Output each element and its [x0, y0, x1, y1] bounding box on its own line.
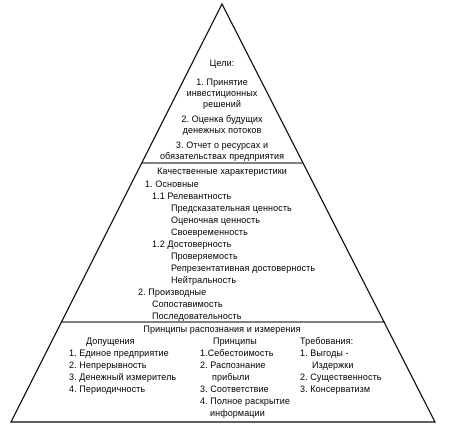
- requirement-benefit-cost-line-1: 1. Выгоды -: [300, 348, 349, 358]
- goal-1-line-1: 1. Принятие: [196, 77, 248, 87]
- principles-column-header: Принципы: [213, 336, 257, 346]
- goal-3-line-2: обязательствах предприятия: [159, 151, 285, 161]
- quality-verifiability: Проверяемость: [171, 251, 238, 261]
- quality-representational-faithfulness: Репрезентативная достоверность: [171, 263, 316, 273]
- goal-2-line-2: денежных потоков: [182, 125, 262, 135]
- requirement-benefit-cost-line-2: Издержки: [312, 360, 354, 370]
- goal-1-line-3: решений: [203, 99, 241, 109]
- goals-title: Цели:: [209, 58, 235, 68]
- principles-title: Принципы распознания и измерения: [143, 324, 301, 334]
- quality-evaluative-value: Оценочная ценность: [171, 215, 260, 225]
- goal-3-line-1: 3. Отчет о ресурсах и: [175, 140, 269, 150]
- goal-1-line-2: инвестиционных: [186, 88, 258, 98]
- assumption-item: 1. Единое предприятие: [69, 348, 169, 358]
- quality-neutrality: Нейтральность: [171, 275, 237, 285]
- quality-basic: 1. Основные: [145, 179, 199, 189]
- principle-disclosure-line-2: информации: [210, 408, 265, 418]
- principle-recognition-line-1: 2. Распознание: [200, 360, 266, 370]
- requirement-conservatism: 3. Консерватизм: [300, 384, 371, 394]
- quality-predictive-value: Предсказательная ценность: [171, 203, 292, 213]
- assumption-item: 4. Периодичность: [69, 384, 146, 394]
- principle-cost: 1.Себестоимость: [200, 348, 274, 358]
- requirement-materiality: 2. Существенность: [300, 372, 382, 382]
- quality-timeliness: Своевременность: [171, 227, 248, 237]
- quality-derived: 2. Производные: [138, 287, 207, 297]
- goal-2-line-1: 2. Оценка будущих: [181, 114, 263, 124]
- assumptions-header: Допущения: [86, 336, 135, 346]
- quality-title: Качественные характеристики: [157, 166, 287, 176]
- quality-comparability: Сопоставимость: [152, 299, 223, 309]
- quality-relevance: 1.1 Релевантность: [152, 191, 232, 201]
- quality-consistency: Последовательность: [152, 311, 242, 321]
- principle-matching: 3. Соответствие: [200, 384, 269, 394]
- pyramid-outline: [10, 2, 436, 423]
- requirements-header: Требования:: [300, 336, 354, 346]
- quality-reliability: 1.2 Достоверность: [152, 239, 232, 249]
- principle-recognition-line-2: прибыли: [212, 372, 250, 382]
- principle-disclosure-line-1: 4. Полное раскрытие: [200, 396, 290, 406]
- assumption-item: 2. Непрерывность: [69, 360, 147, 370]
- assumption-item: 3. Денежный измеритель: [69, 372, 177, 382]
